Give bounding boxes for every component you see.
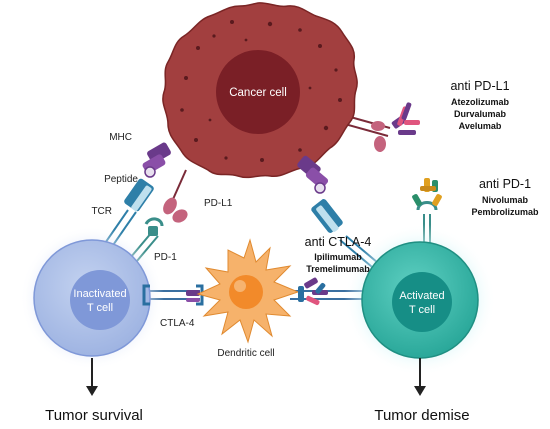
inactivated-label-line1: Inactivated (73, 288, 126, 300)
inactivated-label-line2: T cell (87, 302, 113, 314)
anti-pd1-label: anti PD-1 Nivolumab Pembrolizumab (471, 177, 539, 217)
anti-pdl1-antibody (371, 102, 420, 152)
activated-nucleus (392, 272, 452, 332)
activated-label-line2: T cell (409, 304, 435, 316)
label-mhc: MHC (109, 132, 132, 143)
anti-pdl1-drug-1: Atezolizumab (451, 97, 510, 107)
outcome-survival: Tumor survival (45, 407, 143, 424)
anti-pd1-title: anti PD-1 (479, 177, 531, 191)
peptide-icon-right (314, 182, 326, 194)
activated-label-line1: Activated (399, 290, 444, 302)
dendritic-nucleus (229, 275, 263, 309)
anti-pdl1-label: anti PD-L1 Atezolizumab Durvalumab Avelu… (450, 79, 509, 131)
outcome-demise: Tumor demise (374, 407, 469, 424)
peptide-icon (144, 166, 156, 178)
inactivated-nucleus (70, 270, 130, 330)
label-tcr: TCR (91, 206, 112, 217)
arrow-down-left-icon (86, 358, 98, 396)
anti-pd1-drug-2: Pembrolizumab (471, 207, 539, 217)
dendritic-cell (196, 238, 300, 344)
label-ctla4: CTLA-4 (160, 318, 195, 329)
label-pd1: PD-1 (154, 252, 177, 263)
label-pdl1: PD-L1 (204, 198, 233, 209)
cancer-cell-label: Cancer cell (229, 87, 287, 99)
tcr-left (124, 178, 154, 212)
arrow-down-right-icon (414, 358, 426, 396)
anti-pd1-antibody (412, 178, 442, 211)
inactivated-t-cell: Inactivated T cell (20, 226, 164, 370)
cancer-cell-dots (180, 20, 342, 162)
activated-t-cell: Activated T cell (344, 224, 496, 376)
label-peptide: Peptide (104, 174, 138, 185)
label-dendritic-cell: Dendritic cell (217, 348, 274, 359)
pdl1-left (163, 169, 188, 223)
mhc-complex-right (297, 155, 329, 194)
mhc-complex-left (142, 142, 171, 178)
anti-pdl1-title: anti PD-L1 (450, 79, 509, 93)
anti-pdl1-drug-3: Avelumab (459, 121, 502, 131)
anti-pdl1-drug-2: Durvalumab (454, 109, 507, 119)
anti-ctla4-drug-1: Ipilimumab (314, 252, 362, 262)
anti-pd1-drug-1: Nivolumab (482, 195, 529, 205)
anti-ctla4-label: anti CTLA-4 Ipilimumab Tremelimumab (305, 235, 372, 274)
anti-ctla4-antibody (298, 277, 328, 306)
anti-ctla4-drug-2: Tremelimumab (306, 264, 370, 274)
cancer-cell: Cancer cell (162, 2, 358, 179)
pd1-left (144, 217, 164, 236)
anti-ctla4-title: anti CTLA-4 (305, 235, 372, 249)
cancer-nucleus (216, 50, 300, 134)
tcr-right (311, 199, 343, 233)
